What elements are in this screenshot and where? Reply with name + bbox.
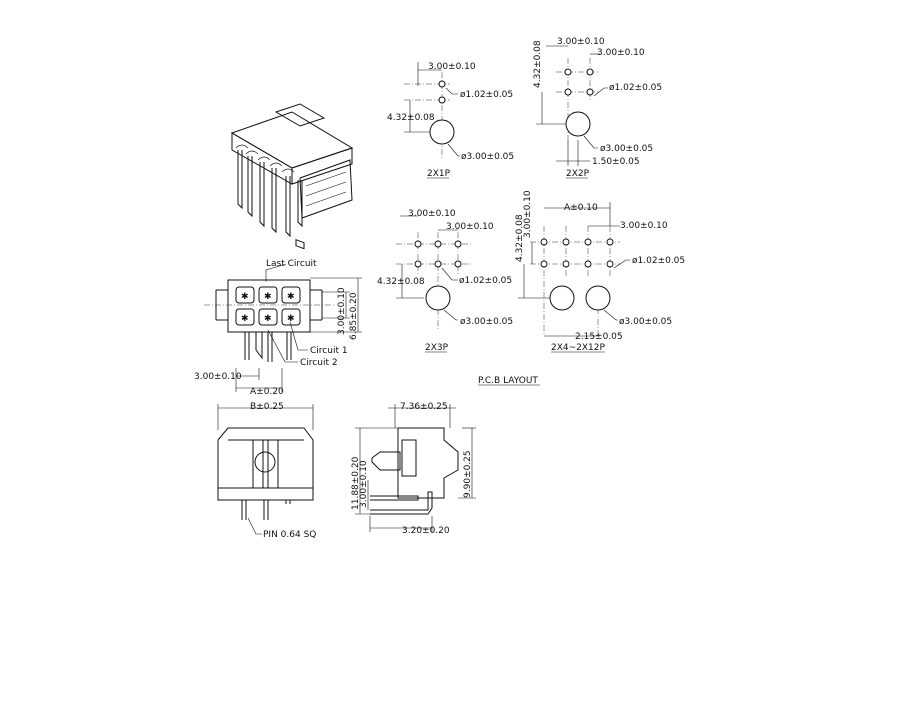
dim-front-a: A±0.20 [250, 387, 284, 397]
dim-front-pitch: 3.00±0.10 [337, 287, 347, 335]
dim-side-pitch: 3.00±0.10 [359, 460, 369, 508]
dim-2x3p-row: 4.32±0.08 [377, 277, 425, 287]
dim-2x2p-peg: ø3.00±0.05 [600, 144, 653, 154]
dim-2x4p-peg: ø3.00±0.05 [619, 317, 672, 327]
dim-front-pitch-bottom: 3.00±0.10 [194, 372, 242, 382]
svg-text:✱: ✱ [241, 314, 249, 324]
pcb-2x4-2x12p: A±0.10 3.00±0.10 4.32±0.08 3.00±0.10 ø1.… [515, 190, 685, 353]
dim-2x3p-hole: ø1.02±0.05 [459, 276, 512, 286]
dim-2x1p-peg: ø3.00±0.05 [461, 152, 514, 162]
dim-front-height: 6.85±0.20 [349, 292, 359, 340]
svg-text:✱: ✱ [287, 314, 295, 324]
dim-2x4p-pitch: 3.00±0.10 [620, 221, 668, 231]
pcb-2x3p: 3.00±0.10 3.00±0.10 4.32±0.08 ø1.02±0.05… [377, 209, 513, 353]
dim-2x2p-pitch-top: 3.00±0.10 [557, 37, 605, 47]
dim-side-pin: 3.20±0.20 [402, 526, 450, 536]
label-pin: PIN 0.64 SQ [263, 530, 316, 540]
svg-text:✱: ✱ [241, 292, 249, 302]
dim-side-height: 11.88±0.20 [351, 456, 361, 510]
label-circuit-1: Circuit 1 [310, 346, 348, 356]
label-2x2p: 2X2P [566, 169, 590, 179]
side-view: 7.36±0.25 11.88±0.20 3.00±0.10 9.90±0.25… [351, 402, 476, 536]
dim-2x4p-hole: ø1.02±0.05 [632, 256, 685, 266]
dim-2x2p-row: 4.32±0.08 [533, 40, 543, 88]
dim-2x3p-pitch-top: 3.00±0.10 [408, 209, 456, 219]
dim-2x4p-spacing: 2.15±0.05 [575, 332, 623, 342]
svg-text:✱: ✱ [264, 314, 272, 324]
dim-2x4p-a: A±0.10 [564, 203, 598, 213]
label-2x3p: 2X3P [425, 343, 449, 353]
front-view: ✱ ✱ ✱ ✱ ✱ ✱ Last Circuit Circuit 1 Circuit 2… [194, 259, 362, 397]
label-2x1p: 2X1P [427, 169, 451, 179]
dim-2x2p-offset: 1.50±0.05 [592, 157, 640, 167]
dim-end-b: B±0.25 [250, 402, 284, 412]
isometric-view [230, 103, 354, 250]
dim-2x4p-row: 4.32±0.08 [515, 214, 525, 262]
dim-2x2p-hole: ø1.02±0.05 [609, 83, 662, 93]
pcb-2x2p: 3.00±0.10 3.00±0.10 4.32±0.08 ø1.02±0.05… [533, 37, 662, 179]
iso-pins [235, 144, 303, 238]
dim-2x1p-hole: ø1.02±0.05 [460, 90, 513, 100]
svg-text:✱: ✱ [264, 292, 272, 302]
dim-side-width: 7.36±0.25 [400, 402, 448, 412]
dim-2x1p-pitch: 3.00±0.10 [428, 62, 476, 72]
label-last-circuit: Last Circuit [266, 259, 317, 269]
front-cavities: ✱ ✱ ✱ ✱ ✱ ✱ [235, 286, 301, 326]
svg-text:✱: ✱ [287, 292, 295, 302]
dim-side-total: 9.90±0.25 [463, 450, 473, 498]
dim-2x3p-peg: ø3.00±0.05 [460, 317, 513, 327]
label-circuit-2: Circuit 2 [300, 358, 338, 368]
dim-2x2p-pitch: 3.00±0.10 [597, 48, 645, 58]
dim-2x4p-pitch-v: 3.00±0.10 [523, 190, 533, 238]
label-pcb-layout: P.C.B LAYOUT [478, 376, 538, 386]
dim-2x3p-pitch: 3.00±0.10 [446, 222, 494, 232]
dim-2x1p-row: 4.32±0.08 [387, 113, 435, 123]
label-2x4-2x12p: 2X4~2X12P [551, 343, 606, 353]
end-view: B±0.25 PIN 0.64 SQ [217, 402, 316, 540]
pcb-2x1p: 3.00±0.10 ø1.02±0.05 4.32±0.08 ø3.00±0.0… [387, 62, 514, 179]
